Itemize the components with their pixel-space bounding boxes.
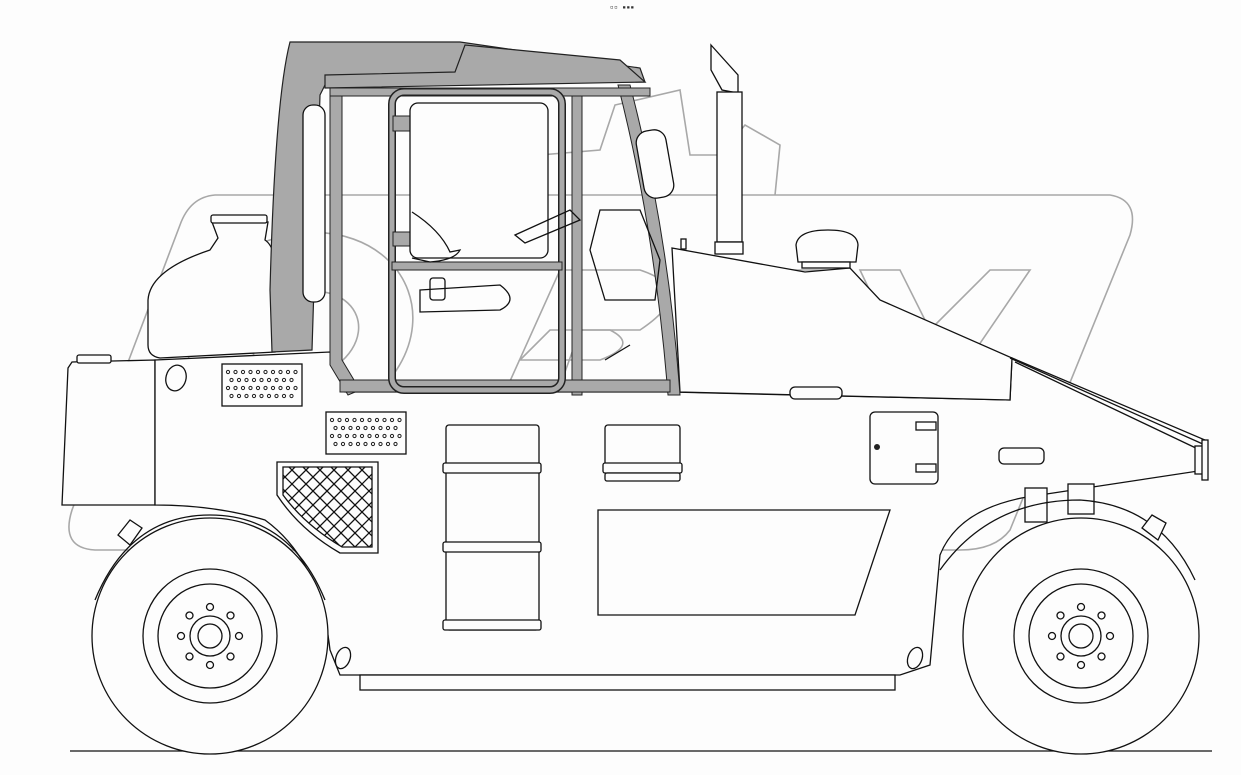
hood-latch	[789, 386, 843, 400]
fuel-cap	[76, 354, 112, 364]
side-panel	[597, 509, 891, 616]
scraper-front	[1141, 514, 1167, 541]
fuel-tank	[442, 424, 542, 631]
jack-point-front	[906, 646, 924, 670]
middle-pillar	[571, 89, 583, 396]
engine-hood	[671, 247, 1013, 401]
front-wheel	[939, 499, 1200, 755]
steering-wheel	[513, 209, 582, 244]
rear-pillar	[329, 87, 361, 396]
front-handrail	[635, 129, 675, 199]
exhaust-stack	[680, 43, 744, 255]
figure-caption: ▫▫ ▪▪▪	[610, 4, 635, 11]
water-tank	[147, 221, 277, 359]
perforated-vent-upper	[221, 363, 303, 407]
tail-light	[998, 447, 1045, 465]
service-hatch	[869, 411, 939, 485]
scraper-rear	[117, 519, 143, 546]
front-strut	[1067, 483, 1095, 515]
operator-seat	[411, 211, 462, 263]
sight-glass	[165, 364, 187, 392]
rear-wheel	[91, 514, 329, 755]
air-filter-cap	[789, 229, 859, 400]
operator-cab	[269, 41, 681, 396]
dashboard	[589, 209, 661, 301]
water-tank-cap	[210, 214, 268, 224]
bottom-skirt	[359, 674, 896, 691]
tool-box	[602, 424, 683, 482]
door-window	[409, 102, 549, 259]
rear-handrail	[302, 104, 326, 303]
jack-point-rear	[334, 646, 352, 670]
door-crossbar	[391, 261, 563, 271]
exhaust-pipe	[716, 91, 743, 243]
cab-roof	[324, 44, 647, 89]
rear-tank-block	[61, 359, 156, 506]
perforated-vent-lower	[325, 411, 407, 455]
